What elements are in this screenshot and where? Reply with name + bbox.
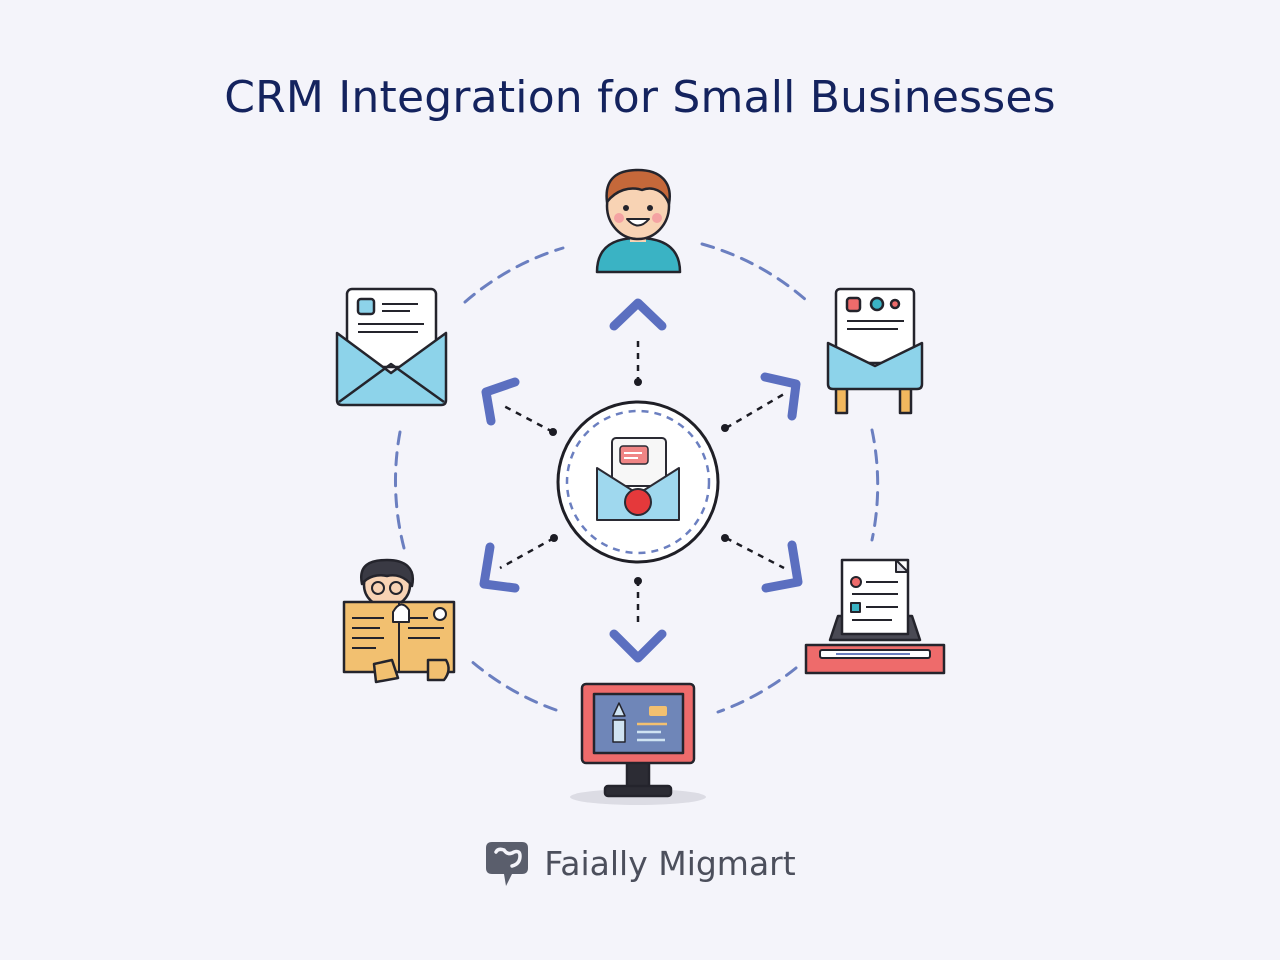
customer-avatar-icon bbox=[595, 168, 682, 274]
brand-footer: Faially Migmart bbox=[0, 838, 1280, 888]
outer-dashed-ring bbox=[393, 242, 880, 714]
connector-dots bbox=[549, 378, 729, 585]
connector-lines bbox=[499, 338, 785, 628]
speech-bubble-logo-icon bbox=[486, 842, 529, 886]
arrow-bottom-right bbox=[761, 540, 803, 593]
brand-name: Faially Migmart bbox=[544, 843, 796, 883]
person-with-documents-icon bbox=[342, 558, 456, 684]
monitor-icon bbox=[570, 682, 706, 805]
document-on-stand-icon bbox=[826, 287, 924, 415]
email-envelope-icon bbox=[335, 287, 448, 407]
arrow-top-left bbox=[481, 377, 520, 426]
printer-icon bbox=[804, 558, 946, 675]
arrow-down bbox=[609, 629, 667, 663]
arrow-up bbox=[609, 298, 667, 331]
page-title: CRM Integration for Small Businesses bbox=[224, 72, 1056, 123]
arrow-top-right bbox=[760, 372, 801, 421]
arrowheads bbox=[479, 298, 803, 663]
crm-mail-hub-icon bbox=[556, 400, 720, 564]
arrow-bottom-left bbox=[479, 542, 520, 593]
